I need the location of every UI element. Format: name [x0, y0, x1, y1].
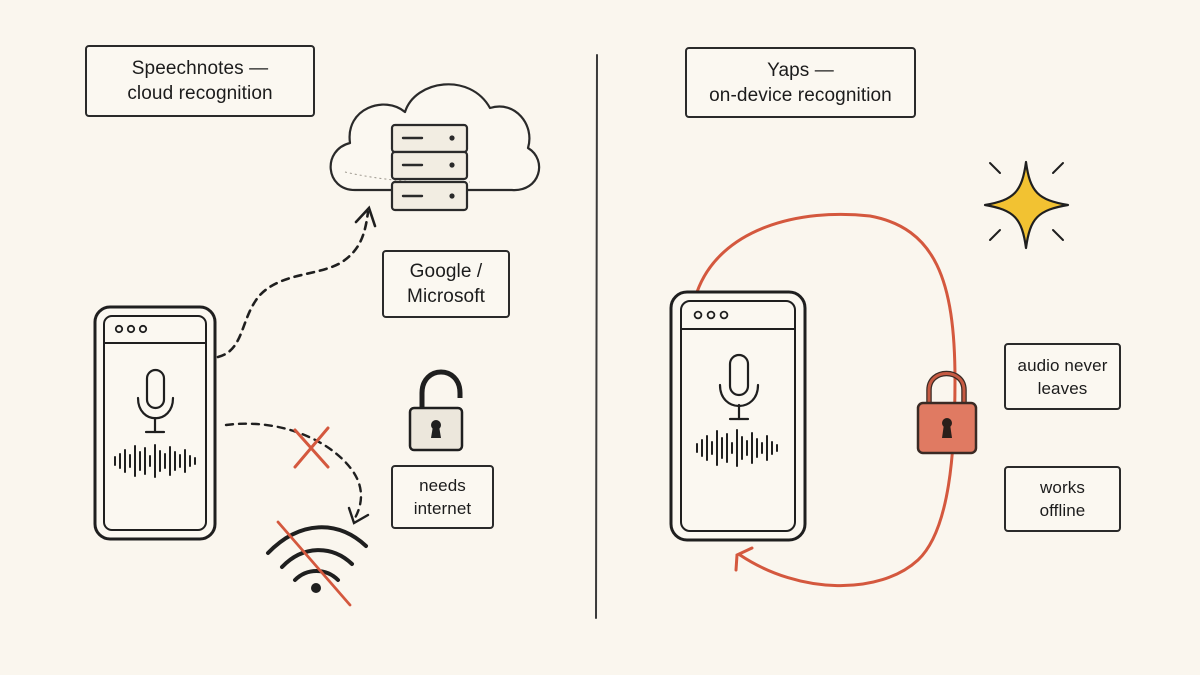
sparkle-icon — [983, 160, 1070, 250]
audio-never-leaves-label: audio never leaves — [1004, 343, 1121, 410]
needs-internet-line2: internet — [413, 499, 472, 518]
center-divider — [595, 54, 598, 619]
yaps-title-line2: on-device recognition — [709, 84, 892, 106]
yaps-title: Yaps — on-device recognition — [685, 47, 916, 118]
speechnotes-title-line2: cloud recognition — [127, 83, 273, 104]
audio-never-leaves-line2: leaves — [1037, 378, 1088, 398]
provider-label: Google / Microsoft — [382, 250, 510, 318]
x-mark-icon — [293, 426, 330, 469]
microphone-icon — [136, 368, 175, 434]
wifi-off-icon — [266, 520, 368, 607]
works-offline-line2: offline — [1039, 501, 1086, 520]
provider-label-line1: Google / — [409, 261, 483, 282]
provider-label-line2: Microsoft — [407, 286, 485, 307]
works-offline-line1: works — [1040, 478, 1085, 497]
audio-never-leaves-line1: audio never — [1017, 355, 1108, 375]
speechnotes-title: Speechnotes — cloud recognition — [85, 45, 315, 117]
waveform-icon — [114, 444, 196, 478]
blocked-connection-arrow — [224, 422, 370, 525]
yaps-title-line1: Yaps — — [767, 59, 834, 81]
on-device-loop — [695, 212, 957, 588]
unlocked-padlock-icon — [408, 369, 464, 452]
works-offline-label: works offline — [1004, 466, 1121, 532]
locked-padlock-icon — [916, 370, 978, 455]
upload-arrow — [216, 205, 377, 359]
cloud-server-icon — [329, 83, 541, 212]
waveform-icon — [696, 429, 778, 467]
needs-internet-line1: needs — [419, 476, 466, 495]
speechnotes-title-line1: Speechnotes — — [131, 58, 269, 79]
needs-internet-label: needs internet — [391, 465, 494, 529]
microphone-icon — [718, 353, 760, 421]
